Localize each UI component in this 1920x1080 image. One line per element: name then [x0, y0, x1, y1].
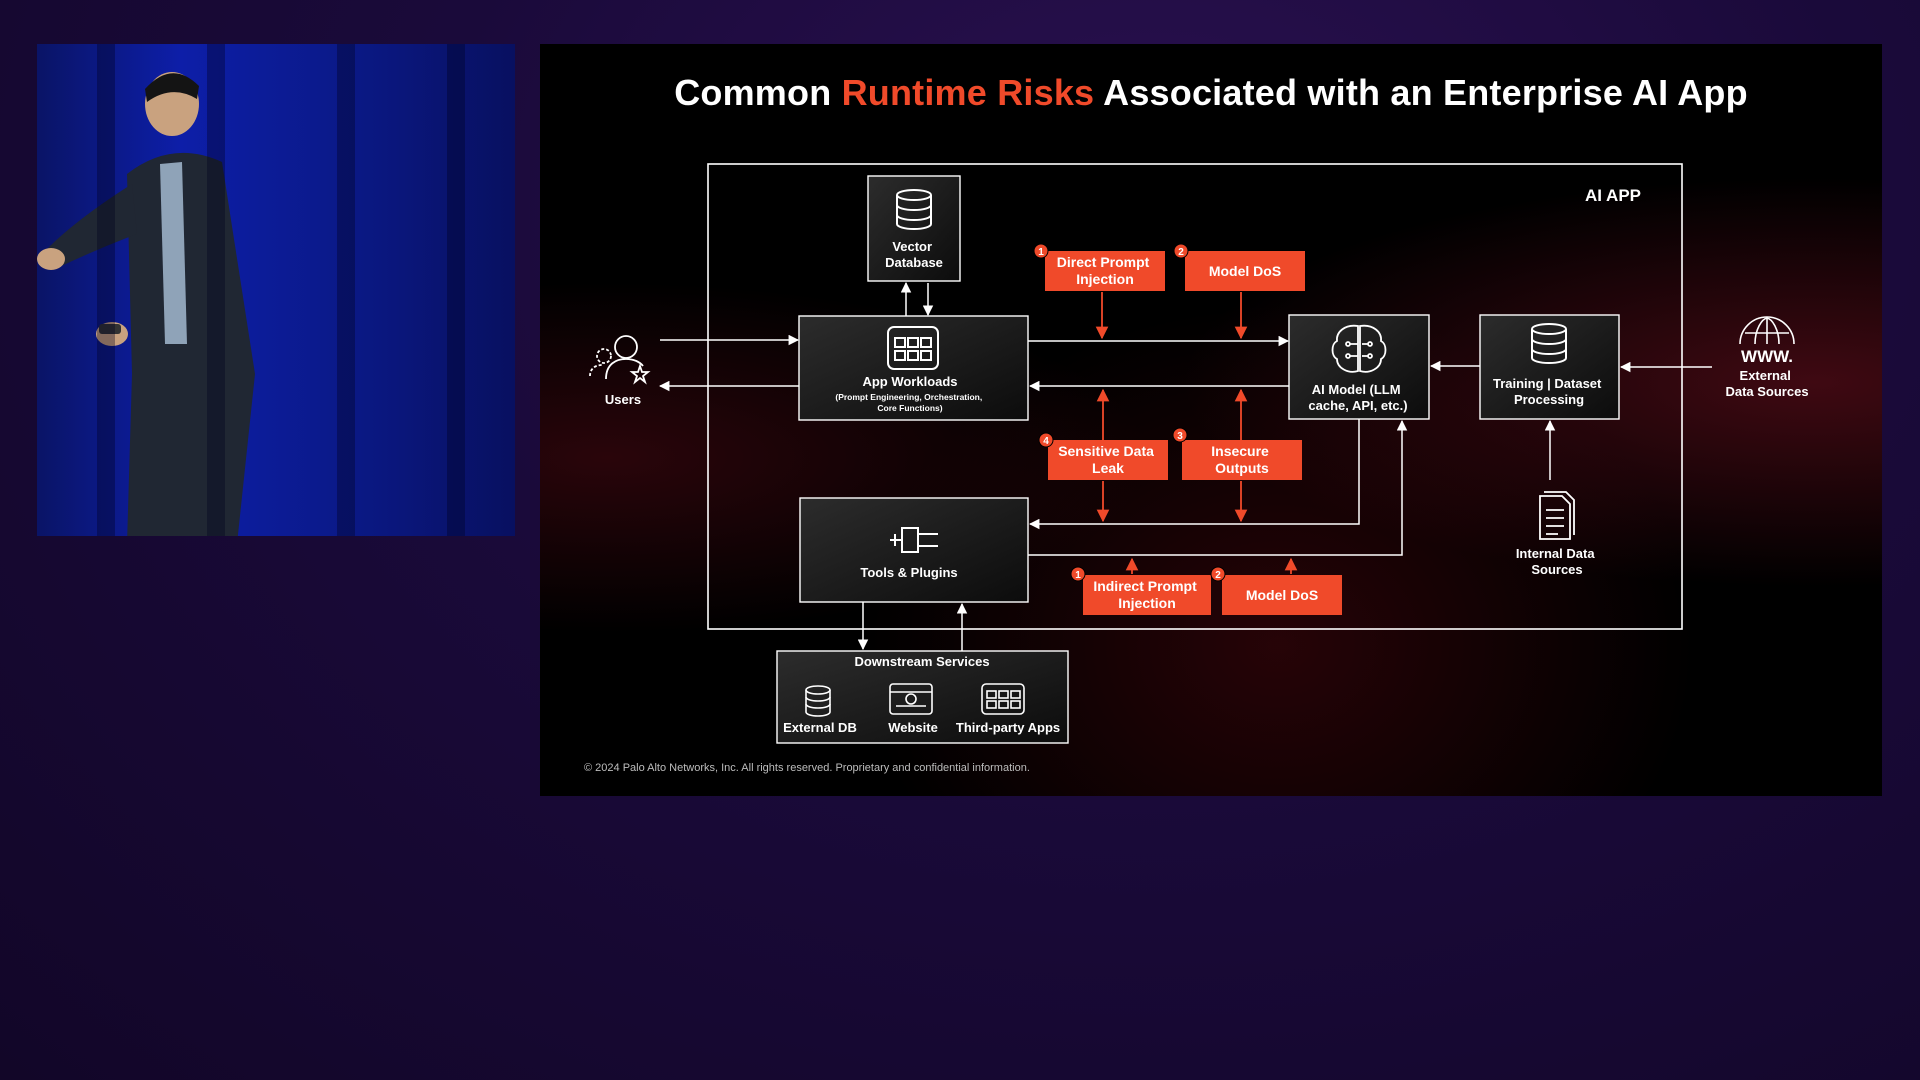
downstream-services-node: Downstream Services External DB Website … — [776, 650, 1069, 744]
risk-model-dos-top-label: Model DoS — [1209, 263, 1281, 279]
risk-insecure-outputs-line1: Insecure — [1211, 443, 1269, 459]
plug-icon — [890, 527, 938, 553]
vector-database-node: Vector Database — [867, 175, 961, 282]
risk-sensitive-leak-number: 4 — [1043, 436, 1049, 447]
risk-direct-prompt-line2: Injection — [1076, 271, 1134, 287]
website-icon — [889, 683, 933, 715]
risk-insecure-outputs-number: 3 — [1177, 431, 1183, 442]
risk-model-dos-top-number: 2 — [1178, 247, 1184, 258]
svg-text:Insecure Outputs: Insecure Outputs — [1211, 443, 1272, 476]
model-to-tools-arrow — [1028, 419, 1360, 530]
risk-insecure-outputs: Insecure Outputs 3 — [1172, 427, 1302, 480]
downstream-item-third-party: Third-party Apps — [956, 720, 1060, 735]
title-prefix: Common — [674, 72, 842, 113]
ai-model-node: AI Model (LLM cache, API, etc.) — [1288, 314, 1430, 420]
risk-insecure-outputs-line2: Outputs — [1215, 460, 1269, 476]
white-connectors — [658, 281, 1712, 651]
risk-direct-prompt-injection: Direct Prompt Injection 1 — [1033, 243, 1165, 291]
risk-sensitive-leak-line1: Sensitive Data — [1058, 443, 1154, 459]
external-sources-line2: Data Sources — [1725, 384, 1808, 399]
globe-icon — [1739, 316, 1795, 345]
svg-text:Sensitive Data Leak: Sensitive Data Leak — [1058, 443, 1158, 476]
risk-indirect-prompt-number: 1 — [1075, 570, 1081, 581]
database-icon — [896, 189, 932, 230]
ai-app-label: AI APP — [1585, 186, 1641, 205]
vector-db-line2: Database — [885, 255, 943, 270]
risk-model-dos-bottom-number: 2 — [1215, 570, 1221, 581]
app-grid-icon — [887, 326, 939, 370]
downstream-item-external-db: External DB — [783, 720, 857, 735]
tools-to-model-arrow — [1028, 419, 1408, 556]
risk-indirect-prompt-line2: Injection — [1118, 595, 1176, 611]
presentation-slide: Common Runtime Risks Associated with an … — [540, 44, 1882, 796]
downstream-title: Downstream Services — [854, 654, 989, 669]
slide-footer: © 2024 Palo Alto Networks, Inc. All righ… — [584, 762, 1030, 774]
slide-title: Common Runtime Risks Associated with an … — [540, 72, 1882, 114]
risk-direct-prompt-number: 1 — [1038, 247, 1044, 258]
svg-text:(Prompt Engineering, Orchestra: (Prompt Engineering, Orchestration, Core… — [835, 392, 984, 413]
users-label: Users — [605, 392, 641, 407]
external-data-sources-node: WWW. External Data Sources — [1725, 316, 1809, 399]
www-label: WWW. — [1741, 347, 1793, 366]
dataset-icon — [1531, 323, 1567, 364]
brain-icon — [1331, 324, 1387, 373]
ai-model-line2: cache, API, etc.) — [1308, 398, 1407, 413]
risk-indirect-prompt-injection: Indirect Prompt Injection 1 — [1070, 566, 1211, 615]
app-workloads-title: App Workloads — [862, 374, 957, 389]
risk-arrows — [1095, 292, 1298, 574]
vector-db-line1: Vector — [892, 239, 932, 254]
speaker-video — [37, 44, 515, 536]
external-db-icon — [805, 685, 831, 717]
title-suffix: Associated with an Enterprise AI App — [1094, 72, 1748, 113]
risk-sensitive-data-leak: Sensitive Data Leak 4 — [1038, 432, 1168, 480]
risk-direct-prompt-line1: Direct Prompt — [1057, 254, 1150, 270]
risk-model-dos-bottom: Model DoS 2 — [1210, 566, 1342, 615]
users-icon — [589, 335, 651, 385]
risk-model-dos-bottom-label: Model DoS — [1246, 587, 1318, 603]
title-accent: Runtime Risks — [841, 72, 1095, 113]
ai-model-line1: AI Model (LLM — [1312, 382, 1401, 397]
document-icon — [1539, 491, 1575, 540]
svg-text:Direct Prompt Injectio: Direct Prompt Injection — [1057, 254, 1153, 287]
training-line1: Training | Dataset — [1493, 376, 1602, 391]
risk-model-dos-top: Model DoS 2 — [1173, 243, 1305, 291]
svg-text:External Data Sources: External Data Sources — [1725, 368, 1808, 399]
tools-plugins-node: Tools & Plugins — [799, 497, 1029, 603]
app-workloads-node: App Workloads (Prompt Engineering, Orche… — [798, 315, 1029, 421]
internal-sources-line2: Sources — [1531, 562, 1582, 577]
svg-text:Indirect Prompt Inject: Indirect Prompt Injection — [1093, 578, 1200, 611]
speaker-figure — [37, 72, 255, 536]
training-node: Training | Dataset Processing — [1479, 314, 1620, 420]
internal-sources-line1: Internal Data — [1516, 546, 1596, 561]
svg-text:Training | Dataset Pro: Training | Dataset Processing — [1493, 376, 1605, 407]
slide-background-glow — [540, 44, 1882, 796]
svg-text:AI Model (LLM cache, A: AI Model (LLM cache, API, etc.) — [1308, 382, 1407, 413]
svg-text:Vector Database: Vector Database — [885, 239, 943, 270]
downstream-item-website: Website — [888, 720, 938, 735]
svg-text:Internal Data Sources: Internal Data Sources — [1516, 546, 1598, 577]
training-line2: Processing — [1514, 392, 1584, 407]
external-sources-line1: External — [1740, 368, 1791, 383]
risk-sensitive-leak-line2: Leak — [1092, 460, 1124, 476]
ai-app-container — [707, 163, 1683, 630]
tools-plugins-label: Tools & Plugins — [860, 565, 957, 580]
app-workloads-sub1: (Prompt Engineering, Orchestration, — [835, 392, 982, 402]
internal-data-sources-node: Internal Data Sources — [1516, 491, 1598, 577]
app-workloads-sub2: Core Functions) — [877, 403, 942, 413]
third-party-apps-icon — [981, 683, 1025, 715]
architecture-diagram: AI APP Vector Database App Workl — [589, 163, 1809, 744]
risk-indirect-prompt-line1: Indirect Prompt — [1093, 578, 1197, 594]
users-node: Users — [589, 335, 651, 407]
